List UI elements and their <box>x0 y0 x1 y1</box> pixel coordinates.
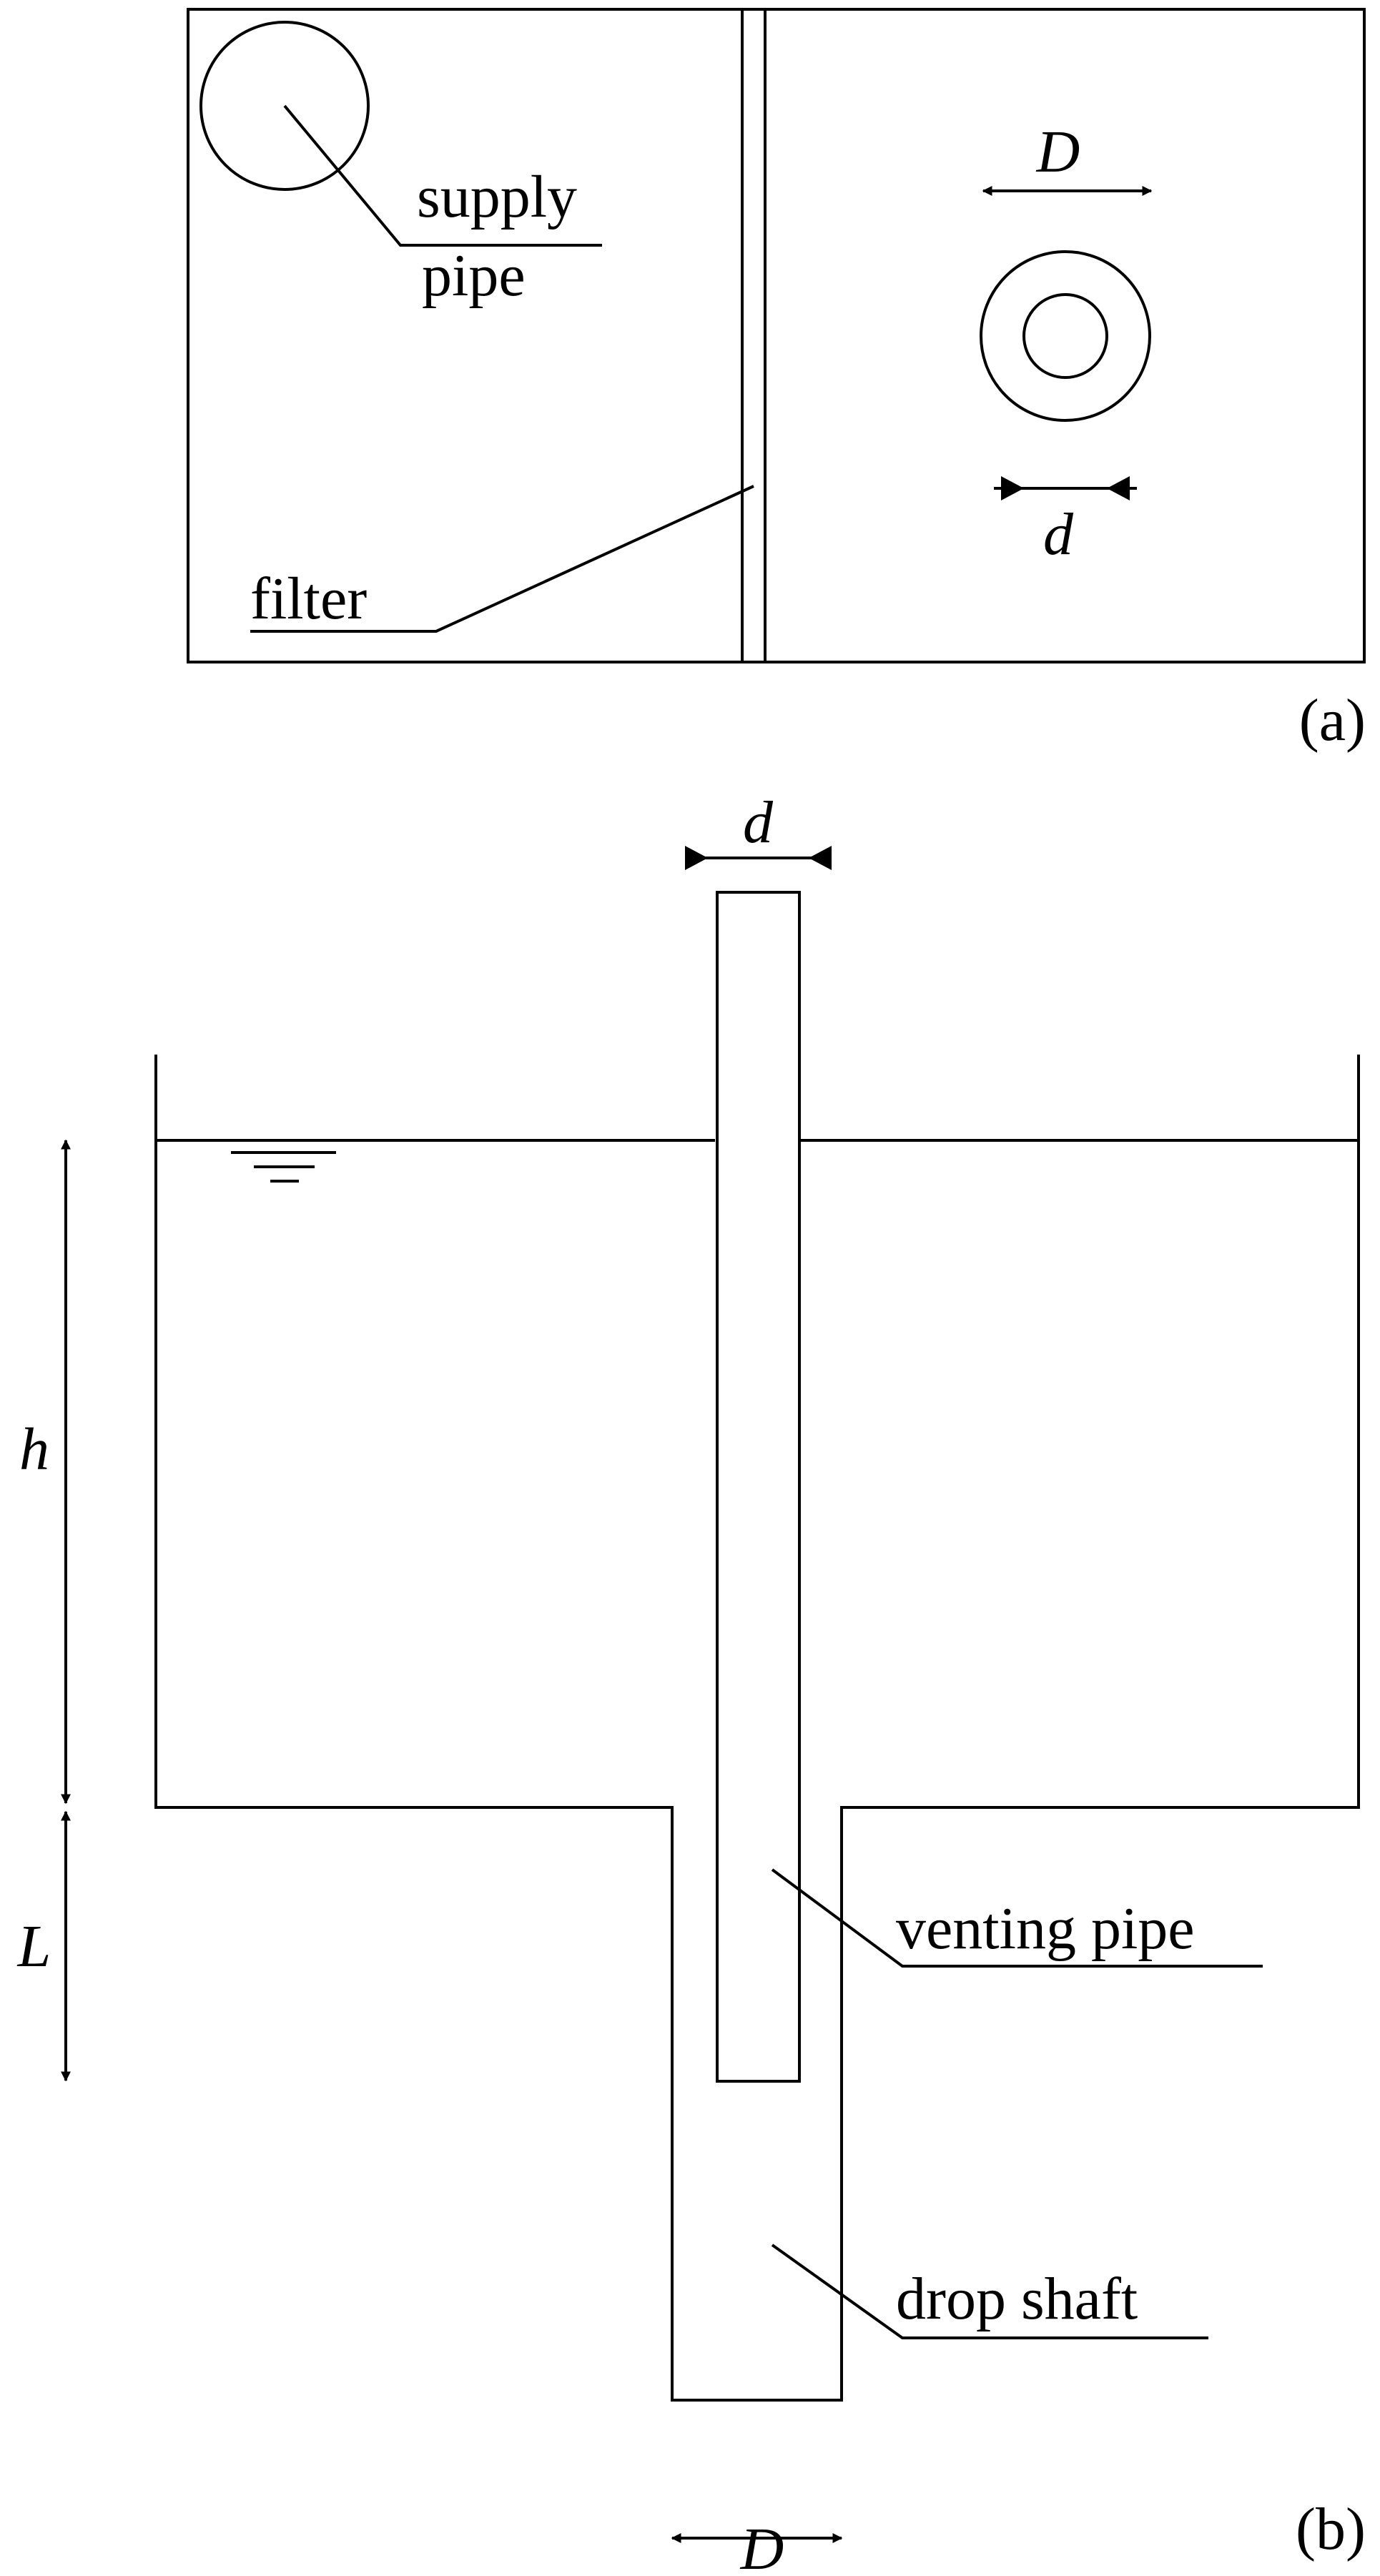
inner-diameter-label: d <box>1043 501 1074 568</box>
supply-pipe-label-line2: pipe <box>422 242 526 309</box>
drop-shaft-leader <box>771 2244 1208 2339</box>
filter-label: filter <box>250 566 367 632</box>
panel-a-arrowheads <box>1001 476 1130 500</box>
venting-pipe <box>716 891 801 2083</box>
filter-leader <box>250 485 754 633</box>
inner-diameter-arrowhead-left <box>1001 476 1024 500</box>
venting-pipe-label: venting pipe <box>896 1895 1195 1962</box>
panel-b-arrowheads <box>685 846 832 870</box>
shaft-length-label: L <box>17 1913 51 1980</box>
shaft-diameter-label: D <box>740 2516 784 2572</box>
shaft-outer-circle <box>980 250 1151 422</box>
venting-pipe-leader <box>771 1868 1263 1968</box>
drop-shaft-label: drop shaft <box>896 2266 1138 2332</box>
supply-pipe-label-line1: supply <box>417 164 577 230</box>
water-depth-label: h <box>19 1416 49 1483</box>
panel-a-drawing <box>187 8 1366 663</box>
supply-pipe-leader <box>283 104 602 247</box>
inner-diameter-arrowhead-right <box>1107 476 1130 500</box>
vent-diameter-arrowhead-left <box>685 846 708 870</box>
panel-b-drawing <box>61 857 1360 2543</box>
outer-diameter-label: D <box>1036 119 1080 185</box>
vent-diameter-arrowhead-right <box>809 846 832 870</box>
panel-b-tag: (b) <box>1296 2496 1366 2562</box>
vent-diameter-label: d <box>743 789 774 856</box>
tank-plan-outline <box>187 8 1366 663</box>
tank-and-shaft-outline <box>154 1055 1360 2402</box>
vent-inner-circle <box>1022 293 1108 379</box>
panel-a-tag: (a) <box>1299 687 1366 754</box>
supply-pipe-circle <box>199 21 370 191</box>
